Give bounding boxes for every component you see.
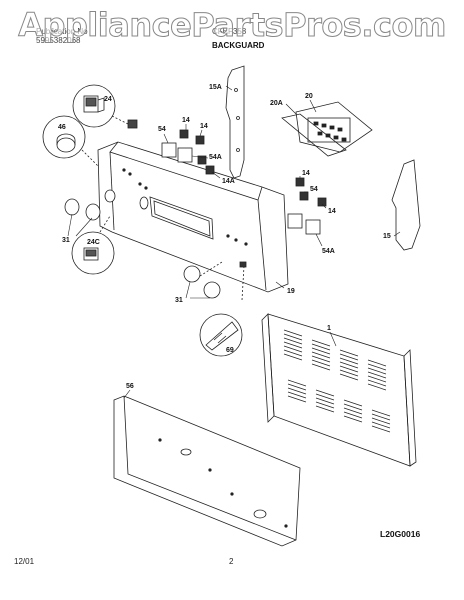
lower-bracket-56 xyxy=(113,395,301,547)
relay-cluster-upper xyxy=(161,129,215,175)
callout-1: 1 xyxy=(327,325,331,332)
callout-54-a: 54 xyxy=(158,126,166,133)
rear-cover-1 xyxy=(261,313,417,467)
callout-31-b: 31 xyxy=(175,297,183,304)
leader-lines xyxy=(67,85,401,399)
callout-24: 24 xyxy=(104,96,112,103)
publication-number: 5995382068 xyxy=(36,36,81,45)
callout-46: 46 xyxy=(58,124,66,131)
callout-31-a: 31 xyxy=(62,237,70,244)
callout-54A-b: 54A xyxy=(322,248,335,255)
bracket-15A xyxy=(225,65,245,179)
callout-69: 69 xyxy=(226,347,234,354)
model-number: CFEF358 xyxy=(212,27,247,36)
callout-14-a: 14 xyxy=(182,117,190,124)
callout-54A-a: 54A xyxy=(209,154,222,161)
callout-15: 15 xyxy=(383,233,391,240)
callout-14A: 14A xyxy=(222,178,235,185)
callout-19: 19 xyxy=(287,288,295,295)
callout-56: 56 xyxy=(126,383,134,390)
part-69-detail xyxy=(199,261,247,357)
callout-20: 20 xyxy=(305,93,313,100)
callout-14-b: 14 xyxy=(200,123,208,130)
callout-54-b: 54 xyxy=(310,186,318,193)
callout-14-c: 14 xyxy=(302,170,310,177)
callout-15A: 15A xyxy=(209,84,222,91)
page-number: 2 xyxy=(229,557,234,566)
part-24C-detail xyxy=(71,215,115,275)
part-24-detail xyxy=(72,84,138,129)
control-board-20 xyxy=(281,101,373,157)
knobs-lower-31 xyxy=(183,261,223,299)
relay-cluster-lower xyxy=(287,177,327,235)
footer-date: 12/01 xyxy=(14,557,35,566)
publication-label: Publication No xyxy=(36,27,88,36)
bracket-15 xyxy=(391,159,421,251)
callout-20A: 20A xyxy=(270,100,283,107)
section-title: BACKGUARD xyxy=(212,41,265,50)
callout-14-d: 14 xyxy=(328,208,336,215)
drawing-code: L20G0016 xyxy=(380,529,421,539)
callout-24C: 24C xyxy=(87,239,100,246)
knobs-upper-31 xyxy=(64,189,116,221)
part-46-detail xyxy=(42,115,113,181)
